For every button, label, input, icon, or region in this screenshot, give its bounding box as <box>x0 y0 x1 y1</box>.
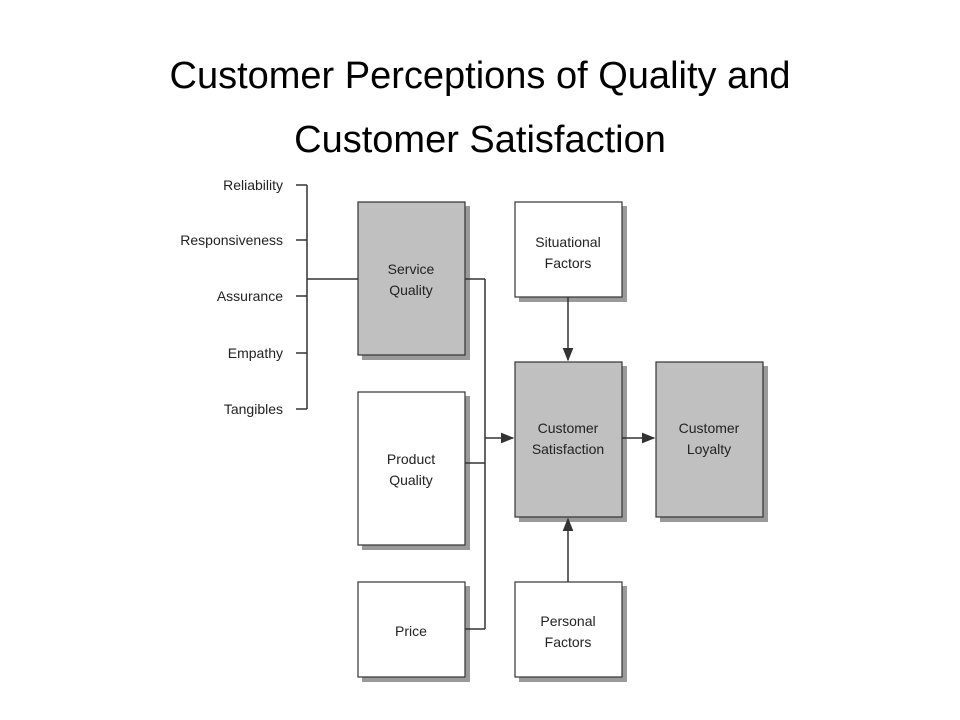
slide-title: Customer Perceptions of Quality and Cust… <box>0 44 960 172</box>
box-situational-factors: Situational Factors <box>514 201 623 298</box>
title-line-2: Customer Satisfaction <box>294 119 666 161</box>
dimension-bracket <box>296 184 358 410</box>
dimension-label-empathy: Empathy <box>228 345 283 361</box>
situational-factors-line-1: Situational <box>535 234 600 250</box>
service-quality-line-1: Service <box>388 261 435 277</box>
dimension-labels: Reliability Responsiveness Assurance Emp… <box>180 177 283 417</box>
price-label: Price <box>395 623 427 639</box>
situational-factors-line-2: Factors <box>545 255 592 271</box>
customer-loyalty-line-2: Loyalty <box>687 441 731 457</box>
product-quality-line-2: Quality <box>389 472 433 488</box>
box-customer-satisfaction: Customer Satisfaction <box>514 361 623 518</box>
dimension-label-tangibles: Tangibles <box>224 401 283 417</box>
box-service-quality: Service Quality <box>357 201 466 356</box>
quality-connector <box>465 278 486 630</box>
dimension-label-assurance: Assurance <box>217 288 283 304</box>
box-personal-factors: Personal Factors <box>514 581 623 678</box>
dimension-label-responsiveness: Responsiveness <box>180 232 283 248</box>
personal-factors-line-2: Factors <box>545 634 592 650</box>
customer-satisfaction-line-2: Satisfaction <box>532 441 604 457</box>
customer-satisfaction-line-1: Customer <box>538 420 599 436</box>
box-customer-loyalty: Customer Loyalty <box>655 361 764 518</box>
product-quality-line-1: Product <box>387 451 435 467</box>
personal-factors-line-1: Personal <box>540 613 595 629</box>
title-line-1: Customer Perceptions of Quality and <box>169 55 791 97</box>
service-quality-line-2: Quality <box>389 282 433 298</box>
dimension-label-reliability: Reliability <box>223 177 283 193</box>
box-product-quality: Product Quality <box>357 391 466 546</box>
box-price: Price <box>357 581 466 678</box>
customer-loyalty-line-1: Customer <box>679 420 740 436</box>
